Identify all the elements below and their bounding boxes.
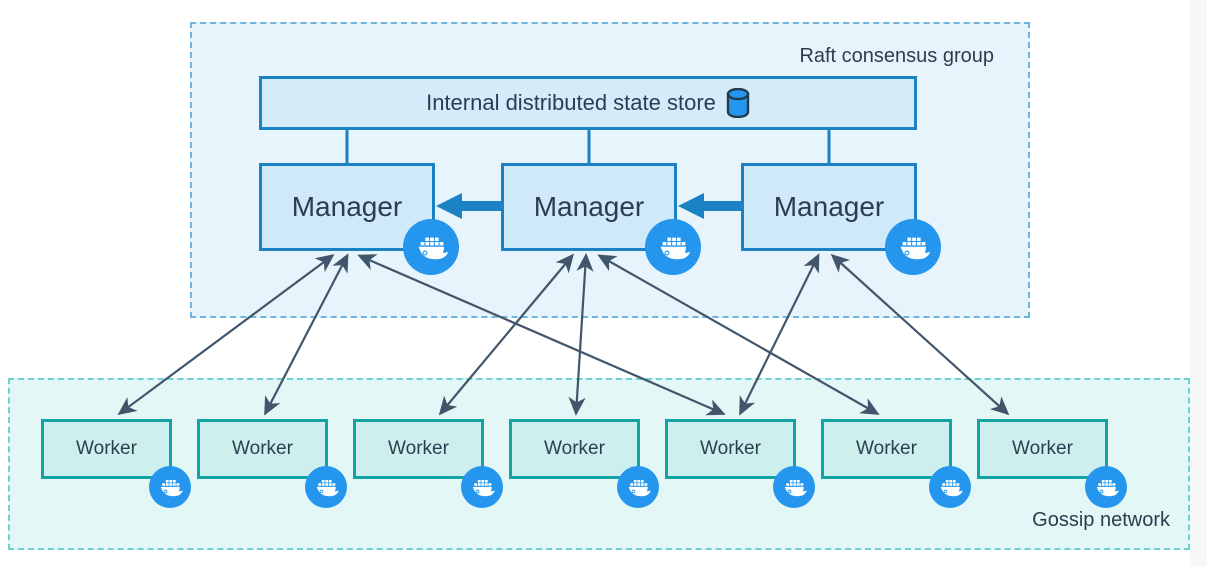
worker-node-3[interactable]: Worker	[353, 419, 484, 479]
worker-label: Worker	[388, 438, 449, 459]
manager-label: Manager	[533, 191, 645, 222]
worker-node-6[interactable]: Worker	[821, 419, 952, 479]
worker-node-2[interactable]: Worker	[197, 419, 328, 479]
internal-state-store-box[interactable]: Internal distributed state store	[259, 76, 917, 130]
docker-whale-icon	[617, 466, 659, 508]
manager-label: Manager	[773, 191, 885, 222]
worker-label: Worker	[544, 438, 605, 459]
worker-label: Worker	[700, 438, 761, 459]
docker-whale-icon	[461, 466, 503, 508]
worker-node-7[interactable]: Worker	[977, 419, 1108, 479]
docker-whale-icon	[1085, 466, 1127, 508]
docker-whale-icon	[929, 466, 971, 508]
region-gossip-label: Gossip network	[1032, 509, 1170, 531]
manager-label: Manager	[291, 191, 403, 222]
worker-node-4[interactable]: Worker	[509, 419, 640, 479]
docker-whale-icon	[149, 466, 191, 508]
docker-whale-icon	[403, 219, 459, 275]
canvas-right-margin	[1190, 0, 1207, 566]
worker-node-5[interactable]: Worker	[665, 419, 796, 479]
docker-whale-icon	[305, 466, 347, 508]
database-cylinder-icon	[726, 87, 750, 119]
worker-label: Worker	[232, 438, 293, 459]
docker-whale-icon	[645, 219, 701, 275]
region-raft-label: Raft consensus group	[799, 45, 994, 67]
docker-whale-icon	[885, 219, 941, 275]
worker-label: Worker	[856, 438, 917, 459]
state-store-label: Internal distributed state store	[426, 90, 716, 115]
worker-label: Worker	[76, 438, 137, 459]
worker-label: Worker	[1012, 438, 1073, 459]
worker-node-1[interactable]: Worker	[41, 419, 172, 479]
docker-whale-icon	[773, 466, 815, 508]
